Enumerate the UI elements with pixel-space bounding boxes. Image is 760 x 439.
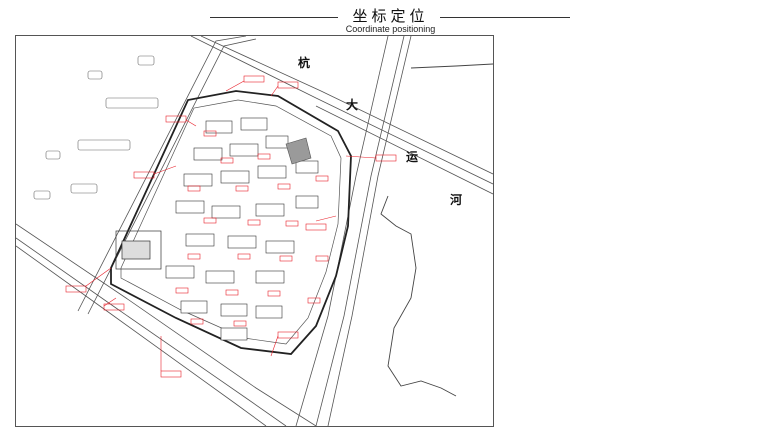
canal-water xyxy=(380,63,493,397)
main-road xyxy=(295,36,412,426)
school-block xyxy=(115,230,162,270)
proposed-buildings xyxy=(165,117,319,341)
canal-label-char-3: 运 xyxy=(406,150,419,164)
site-plan-drawing: 杭 大 运 河 xyxy=(15,35,494,427)
page-title: 坐标定位 xyxy=(352,7,429,25)
header-rule-left xyxy=(210,17,338,18)
site-inner-road xyxy=(120,99,342,345)
header-rule-right xyxy=(440,17,570,18)
plaza-shape xyxy=(285,137,312,165)
canal-label-char-1: 杭 xyxy=(298,56,311,70)
existing-buildings xyxy=(33,55,159,200)
page-subtitle: Coordinate positioning xyxy=(345,24,436,34)
canal-label-char-4: 河 xyxy=(450,193,463,207)
diagonal-road xyxy=(16,223,317,426)
canal-label-char-2: 大 xyxy=(346,98,359,112)
canal-road xyxy=(190,36,493,195)
northwest-road xyxy=(77,36,257,315)
site-boundary xyxy=(110,90,352,355)
coordinate-labels xyxy=(65,75,397,378)
section-header: 坐标定位 Coordinate positioning xyxy=(210,4,570,34)
site-plan-svg xyxy=(16,36,493,426)
